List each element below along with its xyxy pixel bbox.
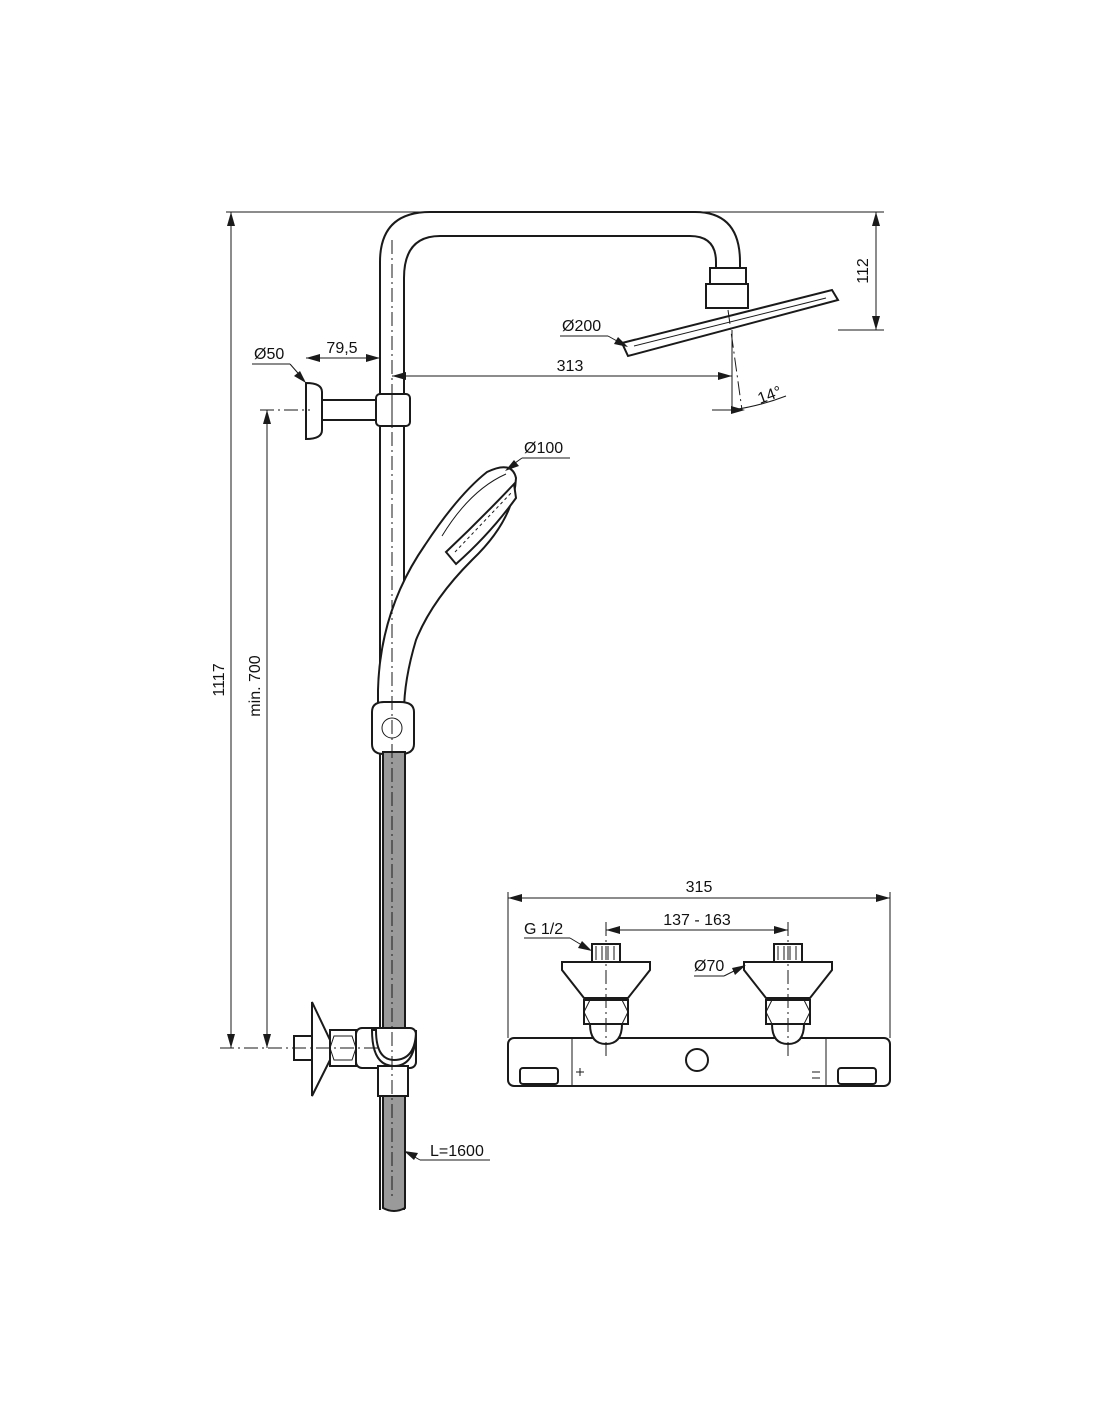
shower-hose: [382, 751, 406, 1212]
dimension-tilt-angle: [712, 395, 787, 414]
dimension-total-height-label: 1117: [211, 663, 228, 696]
dimension-head-drop-label: 112: [855, 258, 872, 284]
dimension-arm-reach: [391, 240, 743, 1200]
inlet-thread-label: G 1/2: [524, 921, 563, 938]
dimension-min-height-label: min. 700: [247, 655, 264, 716]
dimension-total-height: [220, 211, 430, 1049]
head-diameter-label: Ø200: [562, 318, 601, 335]
dimension-head-drop: [695, 211, 884, 331]
mixer-width-label: 315: [686, 879, 713, 896]
dimension-mixer-width: [507, 892, 891, 1038]
hand-diameter-label: Ø100: [524, 440, 563, 457]
leader-inlet-thread: [524, 937, 592, 951]
dimension-min-height: [260, 409, 310, 1048]
leader-hose-length: [404, 1151, 490, 1161]
arm-reach-label: 313: [557, 358, 584, 375]
leader-escutcheon-diameter: [694, 965, 746, 977]
shower-riser: [379, 211, 749, 1210]
bracket-offset-label: 79,5: [326, 340, 357, 357]
inlet-spacing-label: 137 - 163: [663, 912, 731, 929]
bracket-diameter-label: Ø50: [254, 346, 284, 363]
hose-length-label: L=1600: [430, 1143, 484, 1160]
dimension-inlet-spacing: [605, 922, 789, 1060]
tilt-angle-label: 14°: [756, 384, 785, 408]
wall-bracket: [305, 381, 411, 441]
dimension-bracket-offset: [306, 354, 380, 362]
leader-bracket-diameter: [252, 363, 306, 383]
leader-hand-diameter: [505, 457, 570, 471]
escutcheon-diameter-label: Ø70: [694, 958, 724, 975]
hand-shower: [371, 466, 518, 755]
leader-head-diameter: [560, 335, 628, 347]
